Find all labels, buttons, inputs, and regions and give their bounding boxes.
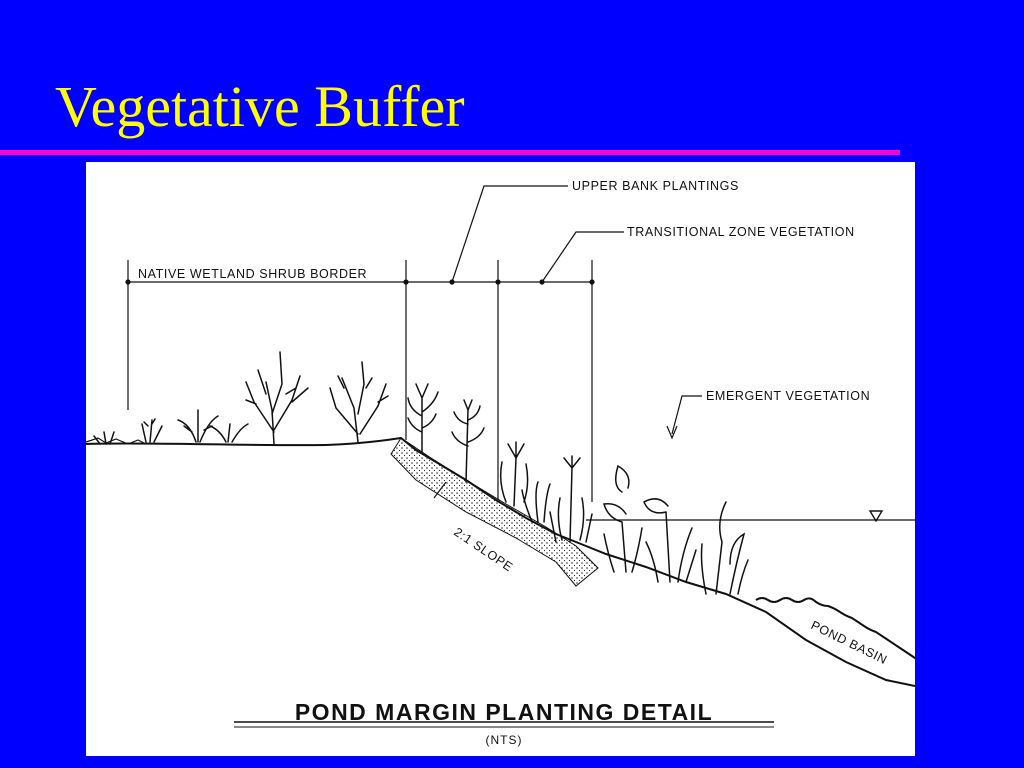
slope-fill [390, 437, 599, 587]
diagram-caption: POND MARGIN PLANTING DETAIL [295, 699, 713, 725]
planting-detail-figure: NATIVE WETLAND SHRUB BORDER UPPER BANK P… [86, 162, 915, 756]
diagram-subcaption: (NTS) [486, 733, 523, 747]
pond-margin-diagram: NATIVE WETLAND SHRUB BORDER UPPER BANK P… [86, 179, 915, 747]
slide-title: Vegetative Buffer [55, 74, 465, 139]
ground-profile [86, 436, 915, 687]
native-wetland-shrub-border-label: NATIVE WETLAND SHRUB BORDER [138, 267, 367, 281]
emergent-plants [603, 464, 749, 595]
upper-bank-plants [407, 383, 593, 543]
water-surface [586, 510, 915, 523]
pond-basin-edge [755, 597, 915, 660]
emergent-vegetation-label: EMERGENT VEGETATION [706, 389, 870, 403]
shrub-plantings [93, 351, 389, 445]
zone-dimension-lines [125, 185, 702, 502]
title-divider [0, 150, 900, 155]
upper-bank-plantings-label: UPPER BANK PLANTINGS [572, 179, 739, 193]
transitional-zone-label: TRANSITIONAL ZONE VEGETATION [627, 225, 855, 239]
pond-basin-label: POND BASIN [809, 618, 890, 667]
water-level-icon [868, 510, 884, 523]
